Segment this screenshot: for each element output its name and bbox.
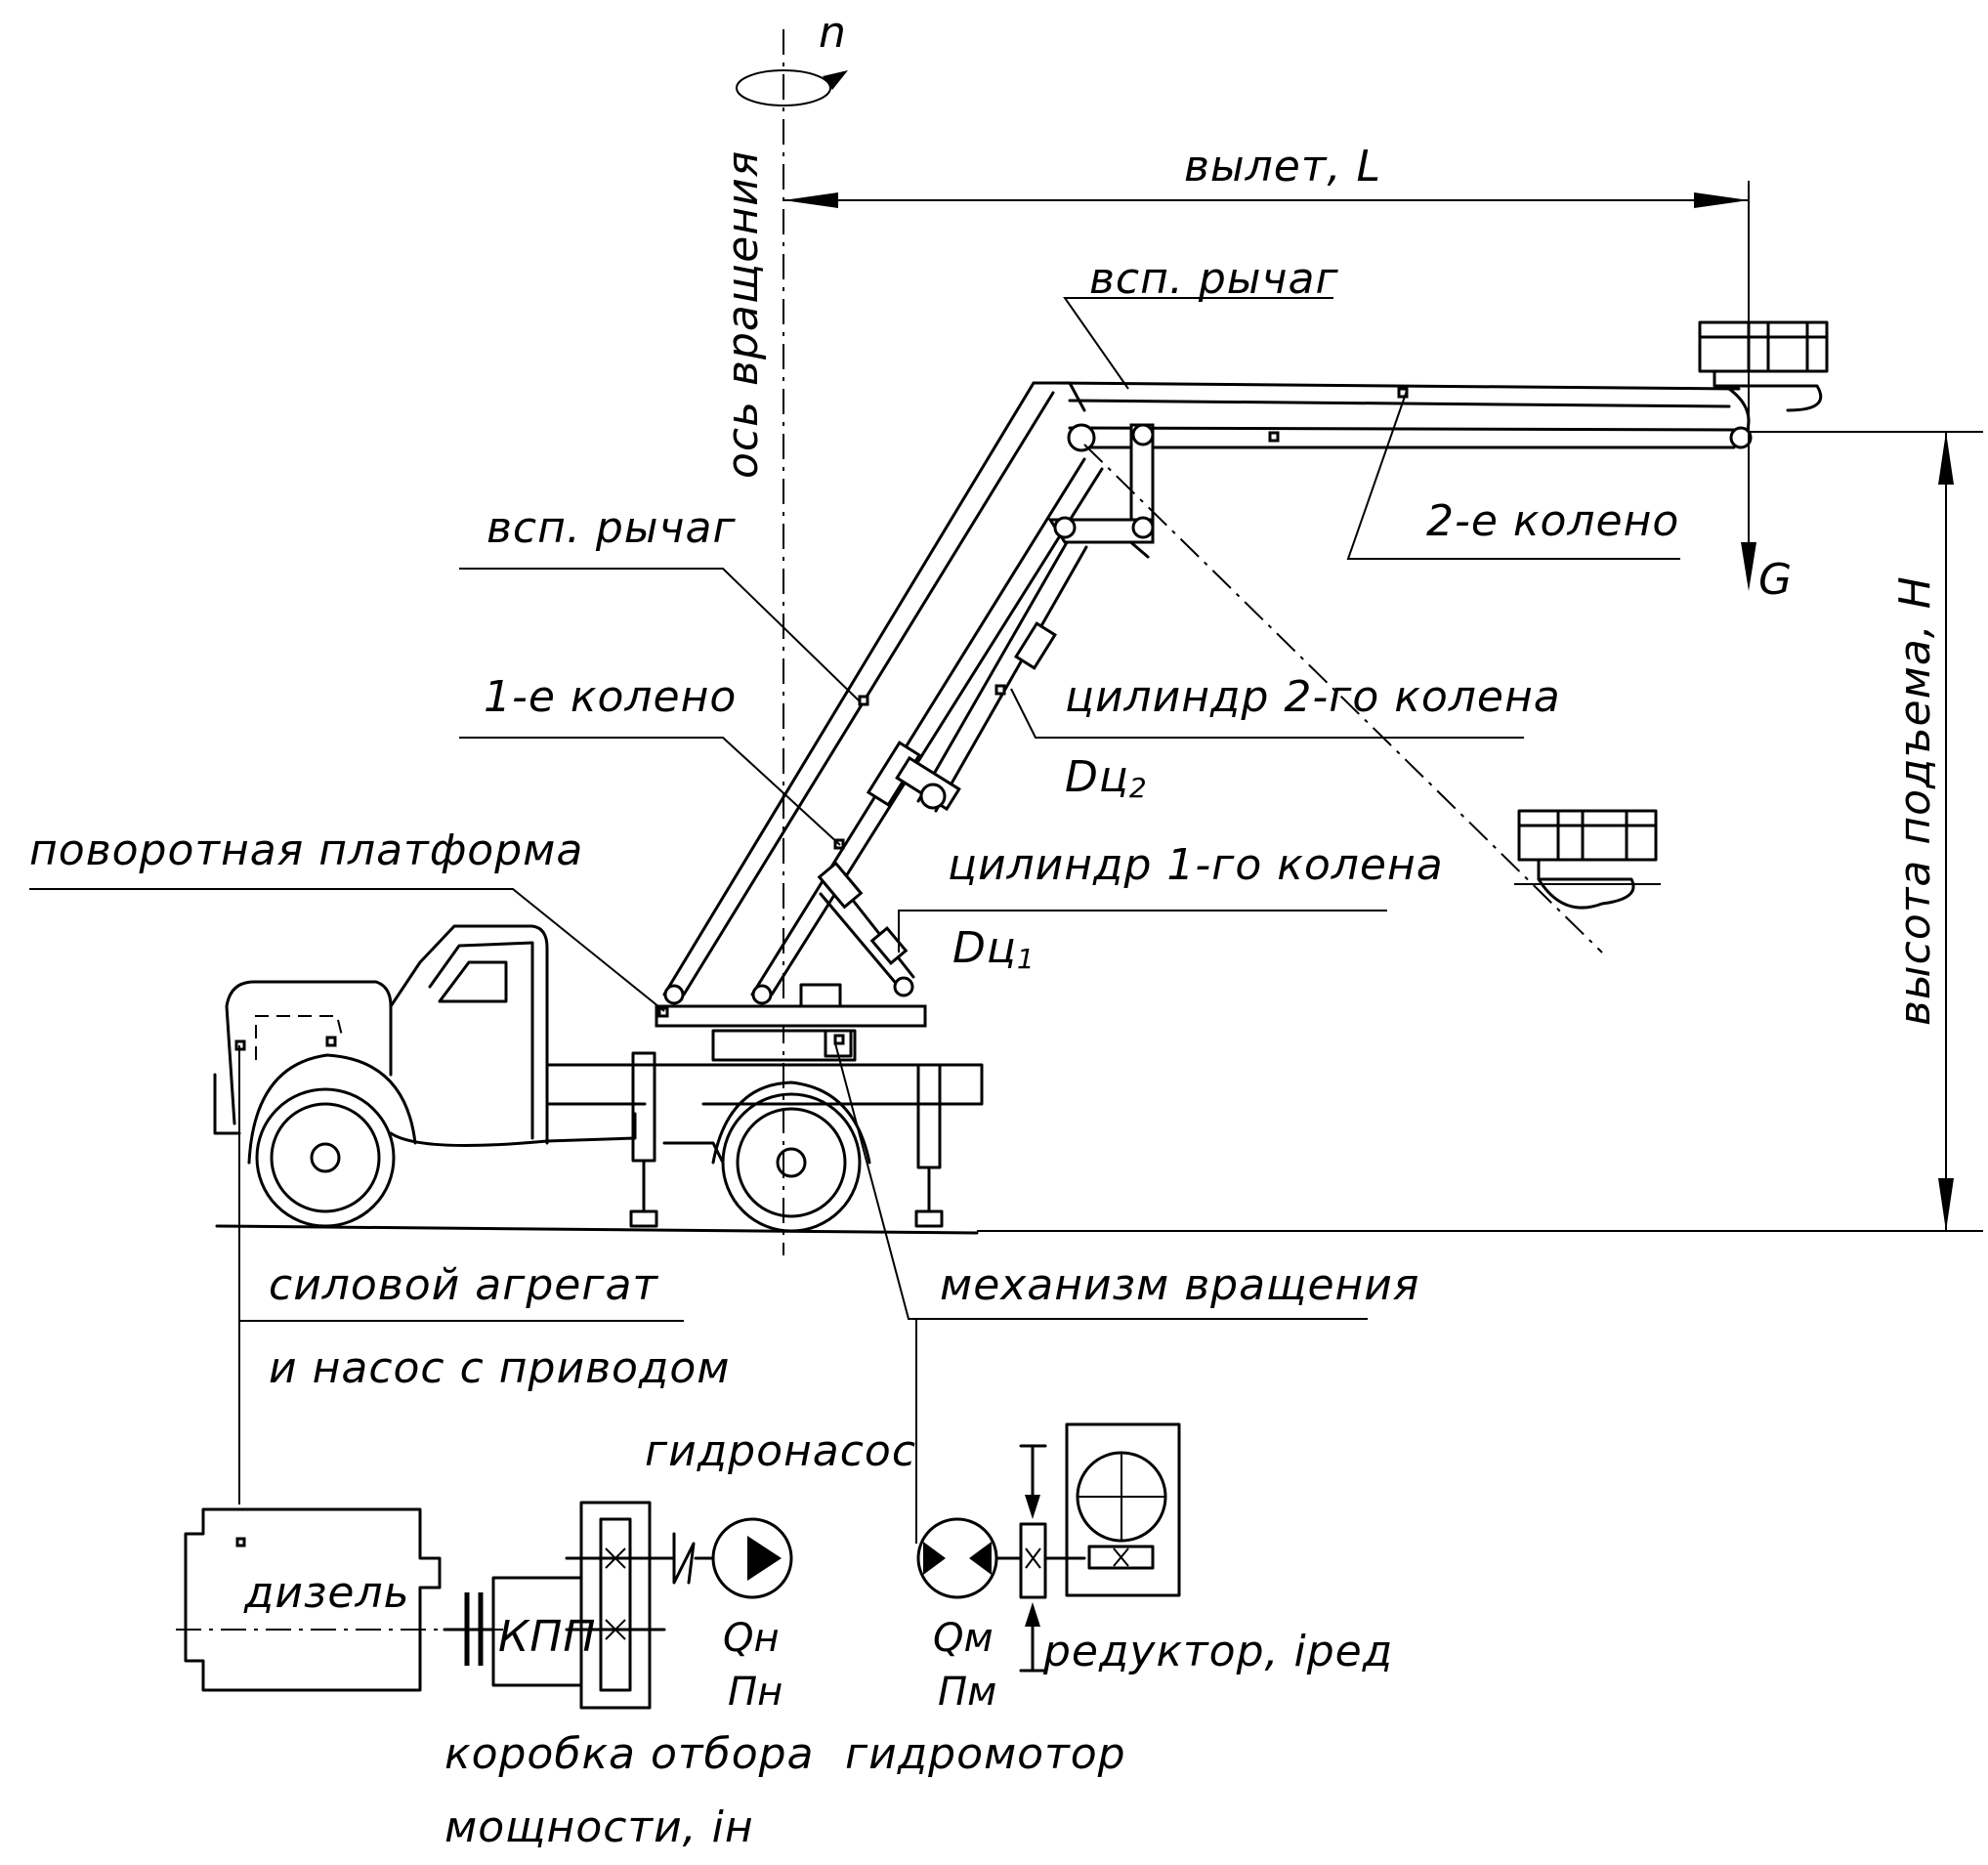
boom-second-knee	[234, 381, 1753, 1051]
boom-first-knee	[662, 381, 1150, 1005]
aux-lever-top-label: всп. рычаг	[1089, 254, 1339, 304]
pump-flow-label: Qн	[723, 1616, 780, 1661]
motor-flow-label: Qм	[933, 1616, 994, 1661]
pto-label-1: коробка отбора	[444, 1729, 815, 1779]
ground-line	[215, 1224, 979, 1235]
motor-speed-label: Пм	[938, 1670, 996, 1715]
gearbox-label: КПП	[498, 1612, 596, 1662]
height-label: высота подъема, H	[1890, 575, 1940, 1026]
motor-label: гидромотор	[845, 1729, 1126, 1779]
rotation-mechanism-label: механизм вращения	[940, 1260, 1419, 1310]
rotation-label: n	[819, 8, 847, 58]
height-dimension	[977, 431, 1983, 1232]
load-label: G	[1758, 555, 1793, 605]
platform-label: поворотная платформа	[29, 826, 583, 875]
pump-speed-label: Пн	[728, 1670, 783, 1715]
leader-lines	[29, 297, 1680, 1544]
power-unit-label-1: силовой агрегат	[269, 1260, 658, 1310]
load-arrow	[1741, 430, 1756, 591]
second-knee-label: 2-е колено	[1426, 496, 1679, 546]
turntable	[655, 983, 927, 1062]
dc2-label: Dц2	[1065, 752, 1148, 804]
reach-label: вылет, L	[1184, 142, 1381, 191]
first-knee-label: 1-е колено	[484, 672, 737, 722]
cylinder-2-label: цилиндр 2-го колена	[1065, 672, 1561, 722]
pump-label: гидронасос	[645, 1426, 916, 1476]
diesel-label: дизель	[243, 1568, 410, 1618]
drive-schematic	[176, 1422, 1181, 1710]
truck-chassis	[213, 924, 984, 1233]
reducer-label: редуктор, iред	[1042, 1627, 1393, 1676]
basket-top	[1698, 320, 1829, 412]
aux-lever-left-label: всп. рычаг	[486, 503, 737, 553]
rotation-axis-label: ось вращения	[718, 150, 768, 479]
power-unit-label-2: и насос с приводом	[269, 1343, 730, 1393]
pto-label-2: мощности, iн	[444, 1802, 754, 1852]
reach-dimension	[783, 181, 1750, 430]
rotation-axis	[736, 29, 848, 1255]
cylinder-1-label: цилиндр 1-го колена	[948, 840, 1444, 890]
basket-lower	[1083, 444, 1661, 954]
dc1-label: Dц1	[952, 923, 1036, 975]
labels: n вылет, L ось вращения всп. рычаг всп. …	[29, 8, 1940, 1852]
